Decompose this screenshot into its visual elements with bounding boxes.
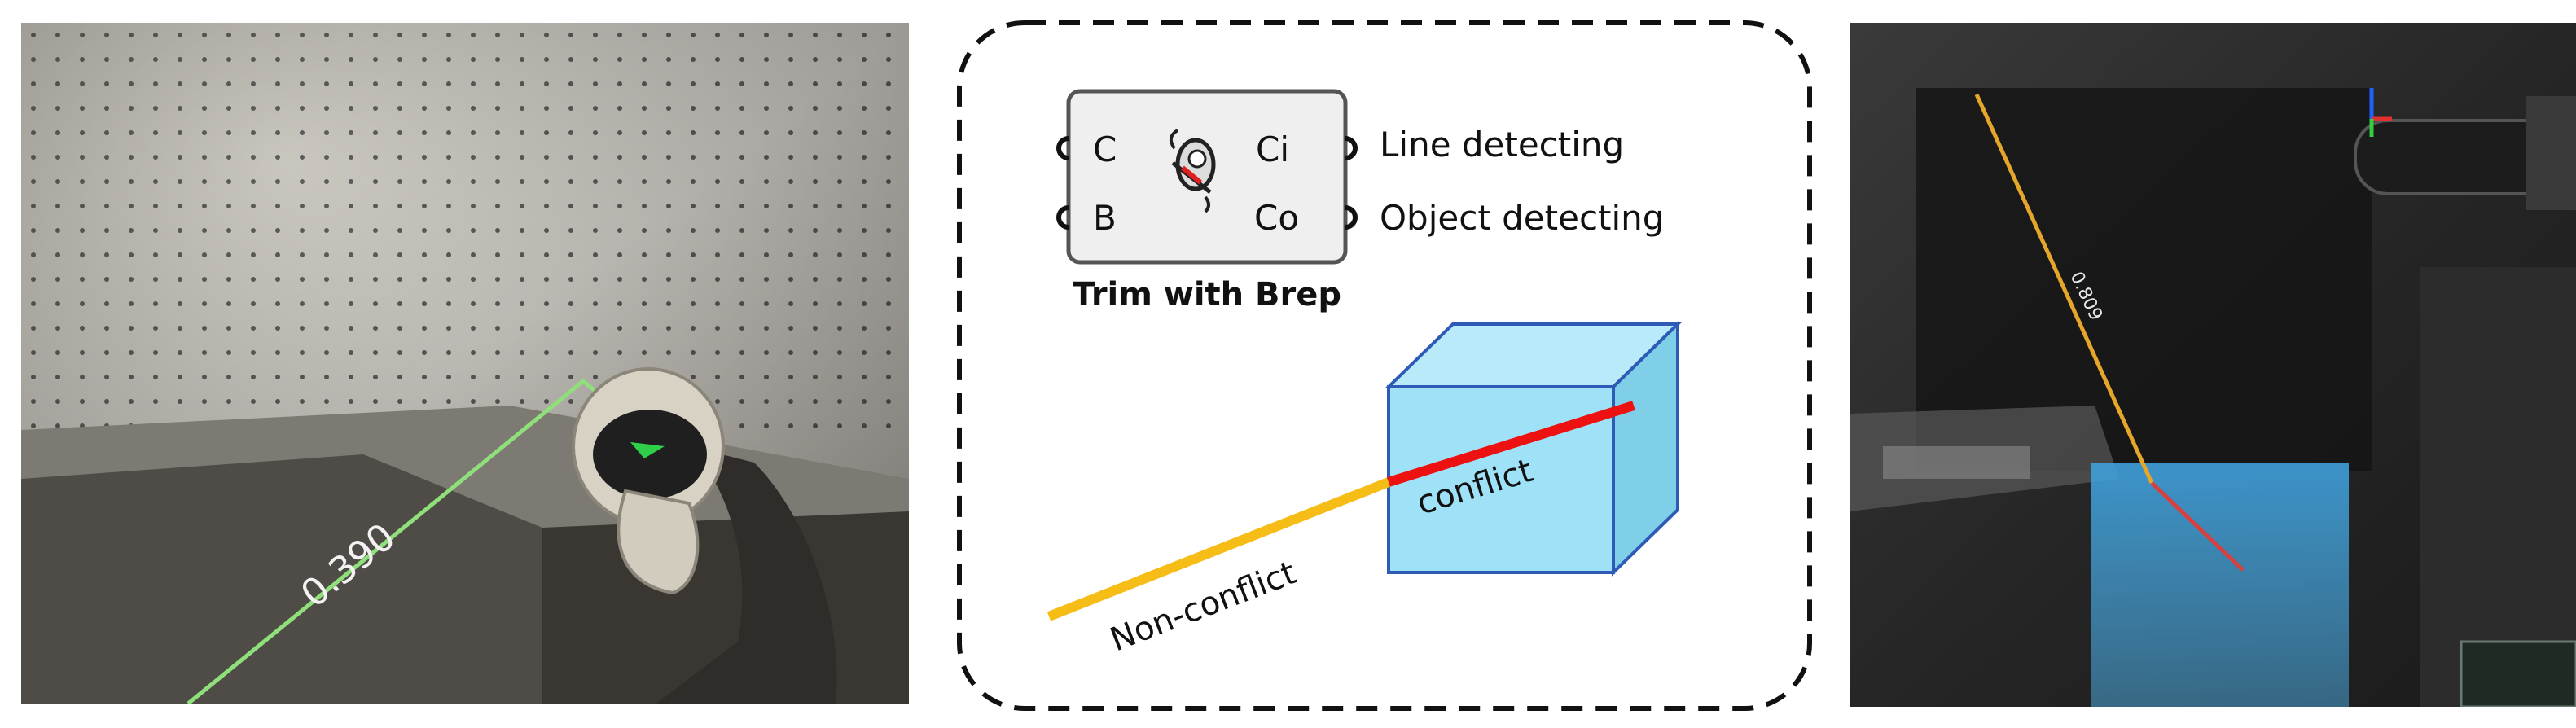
conflict-line bbox=[2150, 481, 2245, 572]
left-photo-scene: 0.390 bbox=[21, 23, 909, 704]
brep-box bbox=[1385, 320, 1682, 577]
non-conflict-line bbox=[1974, 93, 2154, 485]
conflict-diagram: C B Ci Co Trim with Brep Line detecting … bbox=[957, 20, 1812, 711]
hand-shadow bbox=[656, 446, 837, 704]
left-photo-panel: 0.390 bbox=[21, 23, 909, 704]
trim-with-brep-component[interactable]: C B Ci Co Trim with Brep bbox=[1056, 89, 1358, 314]
input-b-label: B bbox=[1093, 198, 1117, 238]
output-co-label: Co bbox=[1254, 198, 1299, 238]
output-ci-label: Ci bbox=[1256, 129, 1289, 169]
non-conflict-segment bbox=[1047, 477, 1391, 621]
conflict-segment bbox=[1387, 401, 1635, 487]
robot-arm bbox=[2354, 88, 2576, 210]
corner-object bbox=[2460, 640, 2576, 707]
output-port-ci[interactable] bbox=[1345, 136, 1358, 160]
obstacle-box bbox=[2091, 463, 2349, 707]
vr-controller bbox=[572, 367, 725, 595]
screen-dark-area bbox=[1916, 88, 2372, 471]
output-port-co[interactable] bbox=[1345, 205, 1358, 230]
line-detecting-label: Line detecting bbox=[1380, 125, 1624, 164]
input-port-c[interactable] bbox=[1056, 136, 1069, 160]
object-detecting-label: Object detecting bbox=[1380, 198, 1664, 238]
center-diagram-panel: C B Ci Co Trim with Brep Line detecting … bbox=[953, 16, 1816, 715]
robot-base-column bbox=[2420, 267, 2576, 707]
trim-icon bbox=[1169, 129, 1216, 213]
input-c-label: C bbox=[1093, 129, 1117, 169]
right-photo-scene: 0.809 bbox=[1850, 23, 2576, 707]
desk-box bbox=[21, 454, 542, 704]
input-port-b[interactable] bbox=[1056, 205, 1069, 230]
shelf-item bbox=[1883, 446, 2030, 479]
right-photo-panel: 0.809 bbox=[1850, 23, 2576, 707]
component-name: Trim with Brep bbox=[1073, 276, 1341, 314]
